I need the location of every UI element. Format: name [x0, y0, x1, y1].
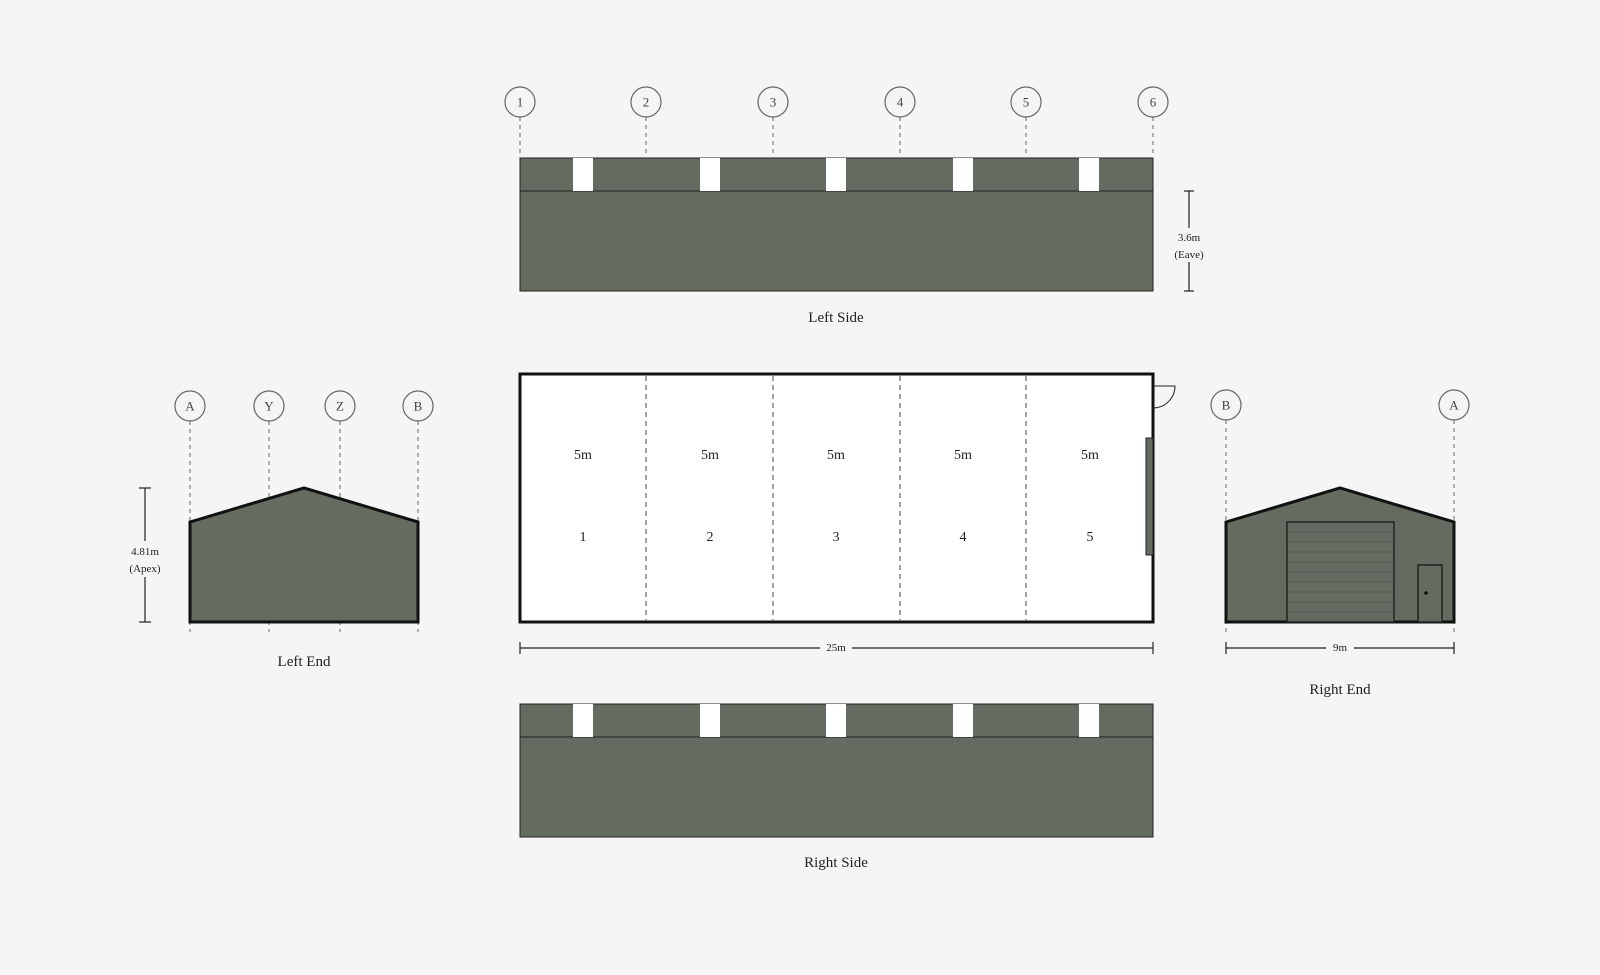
right-side-elevation: Right Side [519, 703, 1154, 871]
rooflight-panel [826, 704, 846, 737]
rooflight-panel [573, 704, 593, 737]
bay-width-label: 5m [827, 448, 845, 463]
length-value: 25m [826, 642, 846, 654]
rooflight-panel [953, 158, 973, 191]
rooflight-panel [826, 158, 846, 191]
bay-2: 5m 2 [701, 448, 719, 545]
apex-height-dimension: 4.81m (Apex) [125, 487, 165, 623]
bay-width-label: 5m [574, 448, 592, 463]
left-side-caption: Left Side [808, 310, 864, 326]
right-end-elevation: B A [1210, 389, 1470, 698]
rooflight-panel [700, 704, 720, 737]
length-dimension: 25m [519, 640, 1154, 654]
eave-height-dimension: 3.6m (Eave) [1168, 190, 1210, 292]
grid-label: 2 [643, 95, 650, 110]
grid-label: B [1222, 398, 1231, 413]
grid-label: 6 [1150, 95, 1157, 110]
grid-label: Z [336, 399, 344, 414]
side-grid-markers-top: 1 2 3 4 5 [504, 86, 1169, 157]
grid-label: A [1449, 398, 1459, 413]
right-side-caption: Right Side [804, 855, 868, 871]
bay-3: 5m 3 [827, 448, 845, 545]
rooflight-panel [1079, 704, 1099, 737]
rooflight-panel [700, 158, 720, 191]
width-value: 9m [1333, 642, 1348, 654]
bay-number-label: 2 [707, 530, 714, 545]
plan-personnel-door [1152, 385, 1176, 409]
grid-label: A [185, 399, 195, 414]
bay-number-label: 3 [833, 530, 840, 545]
floor-plan: 5m 1 5m 2 5m 3 5m 4 5m 5 25m [518, 372, 1176, 654]
grid-label: Y [264, 399, 274, 414]
left-side-elevation: 1 2 3 4 5 [504, 86, 1210, 326]
grid-marker-6: 6 [1137, 86, 1169, 157]
bay-width-label: 5m [701, 448, 719, 463]
rooflight-panel [953, 704, 973, 737]
grid-marker-3: 3 [757, 86, 789, 157]
grid-label: 1 [517, 95, 524, 110]
grid-label: 5 [1023, 95, 1030, 110]
door-handle-icon [1424, 591, 1428, 595]
bay-number-label: 4 [960, 530, 967, 545]
bay-number-label: 1 [580, 530, 587, 545]
right-end-caption: Right End [1309, 682, 1371, 698]
width-dimension: 9m [1225, 640, 1455, 654]
left-end-grid-markers: A Y Z B [174, 390, 434, 632]
eave-height-value: 3.6m [1178, 232, 1201, 244]
personnel-door [1417, 564, 1443, 623]
eave-height-note: (Eave) [1174, 249, 1204, 261]
left-end-elevation: A Y Z B 4.81m (A [125, 390, 434, 670]
roller-shutter-door [1286, 521, 1395, 623]
plan-roller-door [1145, 437, 1154, 556]
bay-1: 5m 1 [574, 448, 592, 545]
rooflight-panel [1079, 158, 1099, 191]
grid-marker-2: 2 [630, 86, 662, 157]
apex-height-value: 4.81m [131, 546, 159, 558]
bay-width-label: 5m [1081, 448, 1099, 463]
grid-marker-4: 4 [884, 86, 916, 157]
rooflight-panel [573, 158, 593, 191]
grid-label: B [414, 399, 423, 414]
bay-4: 5m 4 [954, 448, 972, 545]
left-end-caption: Left End [278, 654, 331, 670]
plan-outline [518, 372, 1155, 624]
bay-number-label: 5 [1087, 530, 1094, 545]
grid-marker-1: 1 [504, 86, 536, 157]
grid-marker-5: 5 [1010, 86, 1042, 157]
bay-5: 5m 5 [1081, 448, 1099, 545]
left-end-gable [188, 486, 420, 624]
grid-label: 4 [897, 95, 904, 110]
grid-label: 3 [770, 95, 777, 110]
bay-width-label: 5m [954, 448, 972, 463]
apex-height-note: (Apex) [129, 563, 160, 575]
